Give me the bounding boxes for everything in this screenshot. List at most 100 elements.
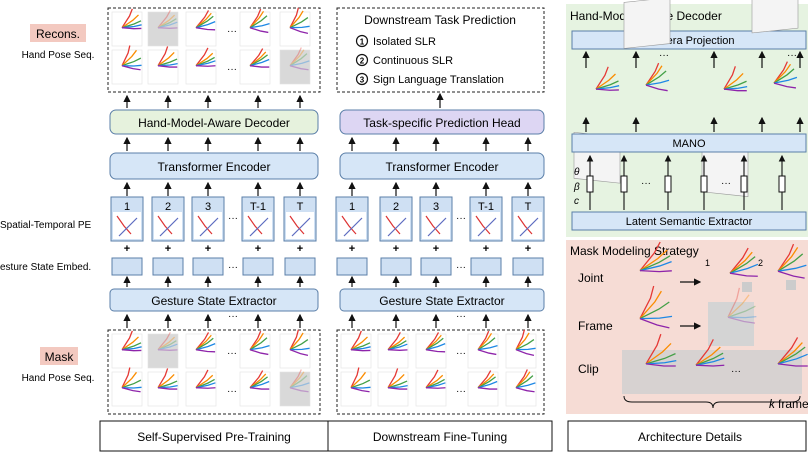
ellipsis: ··· [721, 178, 731, 189]
plus-sign: + [483, 243, 489, 255]
finger-line [157, 65, 178, 68]
hand-pose-sketch [425, 332, 446, 353]
mano-label: MANO [673, 138, 706, 150]
finger-line [777, 342, 803, 365]
plus-sign: + [393, 243, 399, 255]
finger-line [639, 301, 670, 320]
finger-line [157, 343, 178, 351]
hand-pose-sketch [773, 61, 798, 89]
finger-line [289, 382, 310, 389]
finger-line [195, 337, 214, 351]
input-grid-frame [336, 329, 545, 415]
decoder-arrows [123, 136, 304, 151]
ellipsis: ··· [456, 348, 466, 359]
hand-pose-sketch [157, 9, 178, 29]
ellipsis: ··· [641, 178, 651, 189]
finger-line [425, 332, 440, 351]
grid-cell [505, 333, 537, 369]
finger-line [387, 336, 406, 351]
hand-pose-sketch [729, 247, 759, 277]
finger-line [387, 374, 405, 389]
finetuning-footer-label: Downstream Fine-Tuning [373, 430, 507, 444]
hand-pose-sketch [121, 367, 142, 393]
hand-pose-sketch [195, 47, 216, 67]
k-frames-brace [623, 395, 801, 409]
finger-line [249, 10, 265, 29]
grid-cell [147, 49, 179, 85]
finger-line [249, 332, 265, 351]
encoder-arrows [123, 181, 304, 196]
finger-line [777, 353, 808, 365]
hand-pose-sketch [515, 329, 536, 356]
token-stroke [387, 217, 407, 237]
finger-line [425, 349, 446, 353]
prediction-head-box [339, 109, 545, 135]
finger-line [595, 66, 609, 90]
finger-line [723, 66, 736, 90]
finetune-extractor-box [339, 288, 545, 312]
mask-sub-label: Hand Pose Seq. [22, 373, 95, 384]
finger-line [645, 342, 672, 365]
finger-line [477, 349, 497, 356]
mano-mesh-row: ··· ··· [573, 0, 804, 197]
param-bar [664, 175, 672, 193]
hand-pose-sketch [695, 339, 725, 367]
finger-line [387, 340, 407, 351]
finger-line [195, 378, 215, 389]
pretrain-decoder-label: Hand-Model-Aware Decoder [138, 116, 290, 130]
hand-pose-sketch [639, 285, 673, 329]
mano-box [571, 133, 807, 153]
finger-line [121, 45, 131, 66]
task-number: 1 [360, 38, 365, 47]
finger-line [723, 88, 747, 92]
extractor-arrows [123, 275, 304, 287]
recons-sub-label: Hand Pose Seq. [22, 50, 95, 61]
recons-label: Recons. [36, 27, 80, 41]
task-item-2: 2 Continuous SLR [355, 53, 453, 67]
gesture-embed [242, 257, 274, 276]
latent-extractor-box [571, 211, 807, 231]
finger-line [387, 343, 408, 351]
finger-line [645, 62, 660, 86]
finetune-gesture-embeds: ······ [336, 257, 544, 322]
hand-pose-sketch [121, 330, 142, 352]
token-stroke [157, 215, 173, 235]
finger-line [121, 387, 141, 393]
finger-line [249, 65, 270, 68]
finger-line [477, 376, 496, 389]
finger-line [477, 332, 493, 351]
finger-line [515, 329, 525, 350]
finger-line [645, 333, 662, 365]
finger-line [249, 330, 262, 351]
mask-strategy-title: Mask Modeling Strategy [570, 244, 699, 258]
token-stroke [385, 215, 401, 235]
hand-pose-sketch [289, 369, 310, 393]
frame-index: 3 [205, 201, 211, 213]
plus-sign: + [255, 243, 261, 255]
finger-line [695, 357, 725, 366]
param-bar [586, 175, 594, 193]
hand-pose-sketch [249, 370, 270, 390]
finger-line [157, 46, 169, 67]
finger-line [777, 346, 806, 365]
finger-line [639, 315, 673, 320]
finger-line [249, 8, 262, 29]
hand-pose-sketch [249, 8, 270, 34]
finger-line [195, 27, 216, 31]
finger-line [121, 367, 131, 388]
finger-line [477, 344, 498, 351]
masked-frame [708, 302, 754, 346]
finger-line [350, 336, 368, 351]
finger-line [121, 20, 142, 29]
grid-cell [415, 371, 447, 407]
task-number-badge [355, 53, 369, 67]
finger-line [157, 62, 178, 67]
finger-line [645, 79, 670, 86]
finger-line [249, 58, 270, 67]
grid-cell [185, 49, 217, 85]
finger-line [121, 346, 142, 351]
finger-line [195, 343, 216, 351]
finger-line [425, 382, 446, 389]
